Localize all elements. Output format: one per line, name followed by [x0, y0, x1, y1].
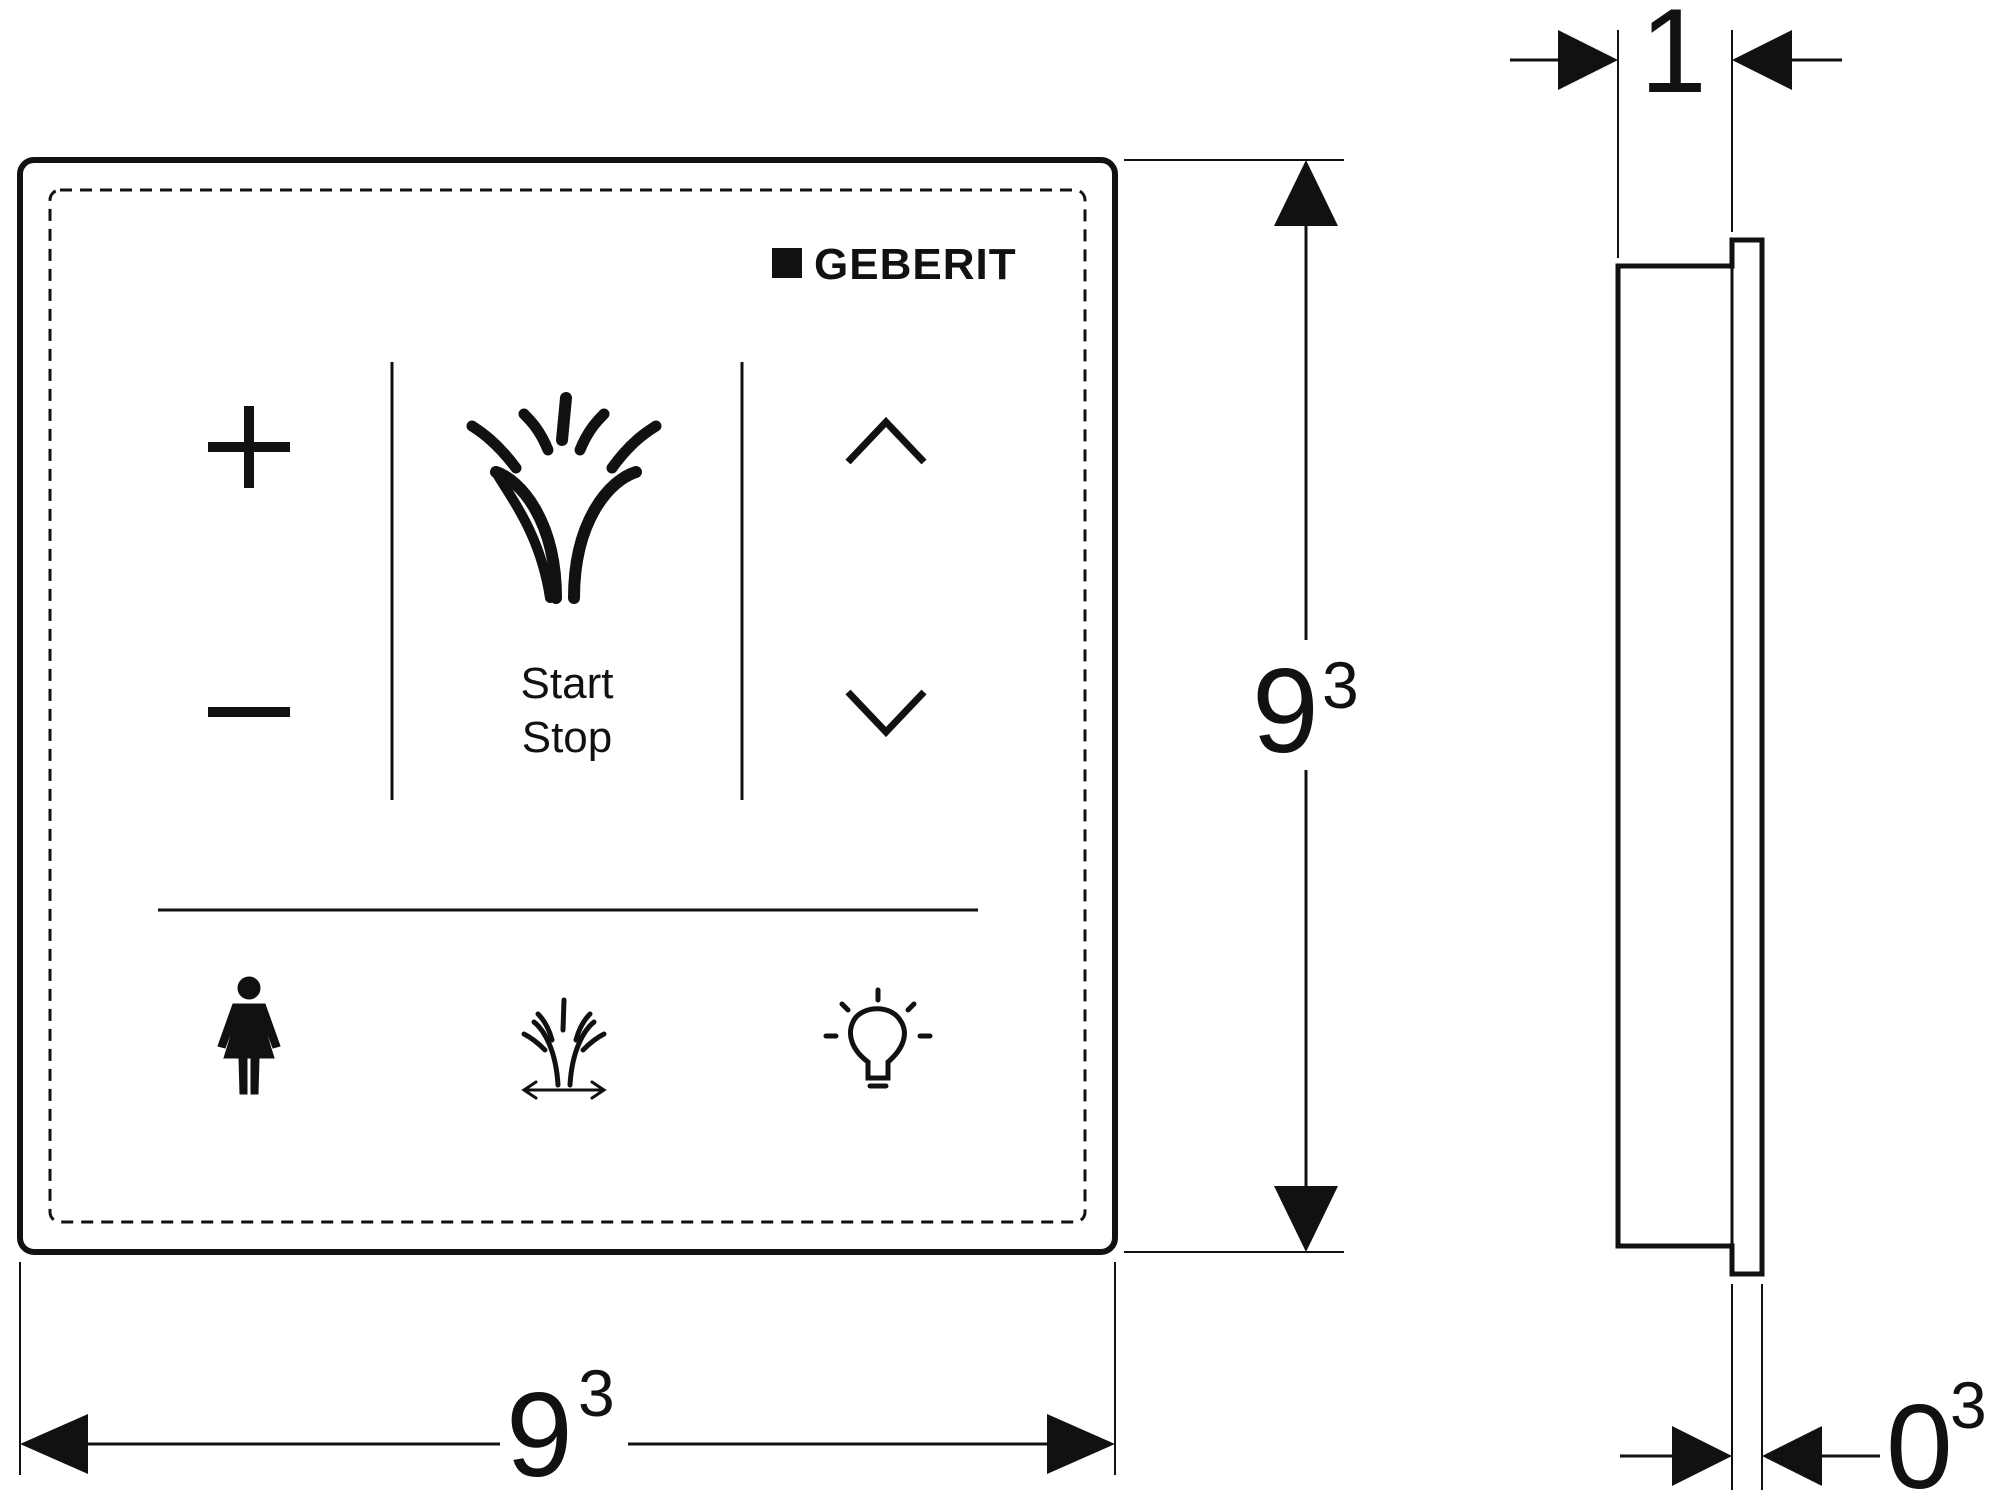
- plus-icon: [208, 406, 290, 488]
- lady-shower-icon: [217, 976, 281, 1095]
- up-button[interactable]: [845, 416, 927, 465]
- height-dimension: 9 3: [1124, 159, 1359, 1253]
- width-sup: 3: [578, 1356, 615, 1430]
- start-stop-button[interactable]: Start Stop: [466, 392, 662, 762]
- side-body: [1615, 237, 1765, 1277]
- spray-width-button[interactable]: [521, 997, 607, 1100]
- height-sup: 3: [1322, 648, 1359, 722]
- depth-value: 1: [1640, 0, 1707, 118]
- chevron-down-icon: [845, 689, 927, 738]
- panel-outline: [17, 157, 1118, 1255]
- down-button[interactable]: [845, 689, 927, 738]
- brand-logo: GEBERIT: [772, 240, 1017, 289]
- plate-thickness-dimension: 0 3: [1620, 1284, 1987, 1500]
- side-view: 1 0 3: [1510, 0, 1987, 1500]
- height-value: 9: [1252, 644, 1319, 778]
- width-value: 9: [506, 1368, 573, 1495]
- depth-dimension: 1: [1510, 0, 1842, 258]
- start-label: Start: [521, 659, 614, 708]
- spray-width-icon: [521, 997, 607, 1100]
- lady-shower-button[interactable]: [217, 976, 281, 1095]
- light-bulb-icon: [823, 987, 933, 1089]
- brand-name: GEBERIT: [814, 240, 1017, 289]
- spray-fountain-icon: [466, 392, 662, 604]
- plus-button[interactable]: [208, 406, 290, 488]
- width-dimension: 9 3: [19, 1262, 1116, 1500]
- light-button[interactable]: [823, 987, 933, 1089]
- plate-thickness-sup: 3: [1950, 1368, 1987, 1442]
- plate-thickness-value: 0: [1886, 1380, 1953, 1495]
- panel-inner-dashed: [48, 188, 1087, 1224]
- chevron-up-icon: [845, 416, 927, 465]
- brand-square: [772, 248, 802, 278]
- front-view: GEBERIT: [17, 157, 1118, 1255]
- stop-label: Stop: [522, 713, 613, 762]
